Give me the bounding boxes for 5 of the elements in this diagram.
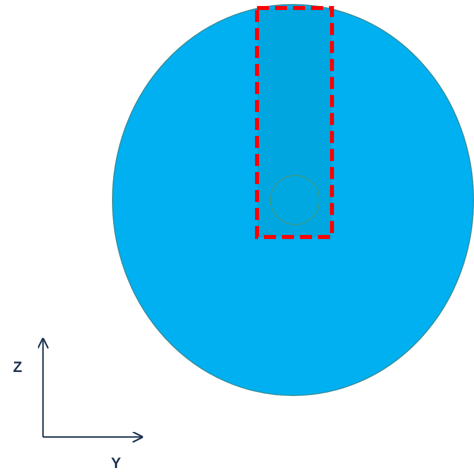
axis-label: Z: [13, 360, 22, 375]
axis-label: Y: [111, 456, 122, 471]
rectangle-shape: [255, 6, 334, 239]
circle-shape: [270, 175, 320, 225]
circle-shape: [112, 4, 474, 396]
